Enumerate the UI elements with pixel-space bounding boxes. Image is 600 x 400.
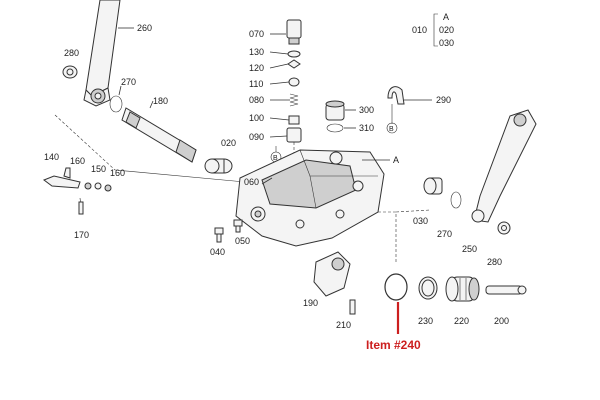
label-010: 010 (412, 25, 427, 35)
label-300: 300 (359, 105, 374, 115)
circlip-right (497, 221, 511, 235)
label-170: 170 (74, 230, 89, 240)
label-100: 100 (249, 113, 264, 123)
svg-text:B: B (273, 155, 278, 162)
lift-arm-left (83, 0, 121, 107)
label-150: 150 (91, 164, 106, 174)
ref-030: 030 (439, 38, 454, 48)
label-110: 110 (249, 79, 263, 89)
circlip-left (62, 65, 78, 79)
label-120: 120 (249, 63, 264, 73)
label-310: 310 (359, 123, 374, 133)
piston-220 (445, 276, 480, 302)
label-020: 020 (221, 138, 236, 148)
label-130: 130 (249, 47, 264, 57)
pin-210 (349, 299, 356, 315)
label-210: 210 (336, 320, 351, 330)
bushing-030 (423, 177, 443, 195)
label-160-b: 160 (110, 168, 125, 178)
label-230: 230 (418, 316, 433, 326)
bushing-020 (204, 158, 233, 174)
rod-200 (485, 285, 527, 295)
bolt-050 (233, 219, 243, 233)
label-280-right: 280 (487, 257, 502, 267)
bolt-040 (214, 227, 224, 243)
label-250: 250 (462, 244, 477, 254)
ref-020: 020 (439, 25, 454, 35)
label-080: 080 (249, 95, 264, 105)
label-060: 060 (244, 177, 259, 187)
label-140: 140 (44, 152, 59, 162)
oring-310 (326, 123, 344, 133)
ring-270-right (450, 191, 462, 209)
hose-290 (387, 86, 405, 105)
cross-shaft (121, 107, 197, 163)
label-050: 050 (235, 236, 250, 246)
lift-arm-right (471, 109, 537, 223)
label-290: 290 (436, 95, 451, 105)
ref-a: A (443, 12, 449, 22)
lever-assembly (42, 167, 112, 215)
label-070: 070 (249, 29, 264, 39)
label-270-right: 270 (437, 229, 452, 239)
lever-190 (313, 251, 351, 297)
b-mark-1 (386, 122, 398, 134)
label-280-left: 280 (64, 48, 79, 58)
label-090: 090 (249, 132, 264, 142)
reference-block-010: 010 A 020 030 (412, 12, 454, 48)
svg-text:B: B (389, 126, 394, 133)
label-270-left: 270 (121, 77, 136, 87)
label-260: 260 (137, 23, 152, 33)
label-030: 030 (413, 216, 428, 226)
label-160-a: 160 (70, 156, 85, 166)
item-240-label: Item #240 (366, 338, 421, 352)
label-180: 180 (153, 96, 168, 106)
ring-270-left (109, 95, 123, 113)
oring-240[interactable] (384, 273, 408, 301)
label-190: 190 (303, 298, 318, 308)
callout-a: A (393, 155, 399, 165)
main-housing (235, 149, 385, 247)
seal-230 (418, 276, 438, 300)
plug-300 (325, 100, 345, 121)
valve-stack (286, 19, 302, 160)
label-040: 040 (210, 247, 225, 257)
label-220: 220 (454, 316, 469, 326)
label-200: 200 (494, 316, 509, 326)
